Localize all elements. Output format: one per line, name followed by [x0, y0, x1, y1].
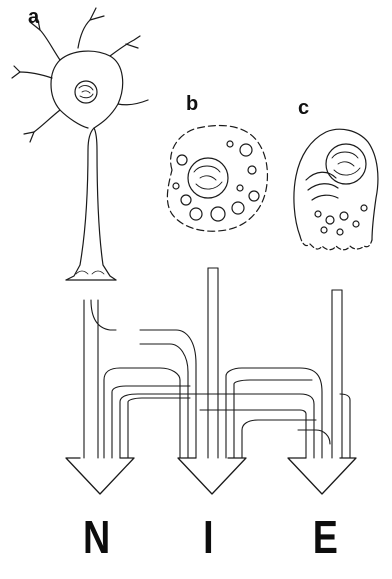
- system-letter-e: E: [313, 514, 338, 560]
- system-letter-n: N: [83, 514, 110, 560]
- secretory-cell-icon: [294, 129, 378, 250]
- neuron-icon: [12, 8, 148, 280]
- connection-lines: [84, 268, 350, 458]
- panel-label-a: a: [28, 7, 39, 27]
- round-cell-icon: [167, 126, 267, 232]
- arrow-to-i-icon: [178, 458, 246, 494]
- arrow-to-n-icon: [66, 458, 134, 494]
- system-letter-i: I: [203, 514, 213, 560]
- panel-label-c: c: [298, 98, 309, 118]
- arrowheads: [66, 458, 356, 494]
- panel-label-b: b: [186, 94, 198, 114]
- arrow-to-e-icon: [288, 458, 356, 494]
